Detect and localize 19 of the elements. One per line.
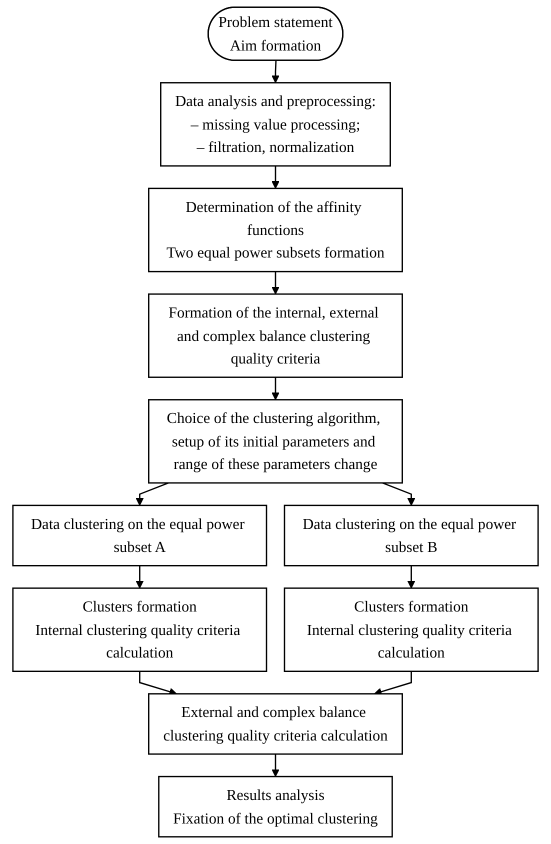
node-box: Data analysis and preprocessing: – missing value processing; – filtration, normalization <box>160 82 391 167</box>
node-box: Choice of the clustering algorithm, setup of its initial parameters and range of these parameters change <box>148 399 403 484</box>
arrow <box>272 272 280 294</box>
arrow <box>136 482 169 506</box>
arrow <box>382 482 416 506</box>
node-box: Determination of the affinity functions Two equal power subsets formation <box>148 188 403 272</box>
node-box: Results analysis Fixation of the optimal clustering <box>158 776 393 838</box>
node-box: Formation of the internal, external and complex balance clustering quality criteria <box>148 293 403 378</box>
arrow <box>272 377 280 400</box>
arrow <box>272 754 280 777</box>
node-box: Data clustering on the equal power subset A <box>12 504 268 566</box>
node-box: Clusters formation Internal clustering quality criteria calculation <box>12 587 268 672</box>
arrow <box>136 566 144 588</box>
arrow <box>407 566 416 588</box>
arrow <box>272 166 280 189</box>
node-box: Clusters formation Internal clustering quality criteria calculation <box>284 587 539 672</box>
node-box: Data clustering on the equal power subset B <box>284 504 539 566</box>
arrow <box>272 60 280 84</box>
node-box: External and complex balance clustering quality criteria calculation <box>148 693 403 755</box>
